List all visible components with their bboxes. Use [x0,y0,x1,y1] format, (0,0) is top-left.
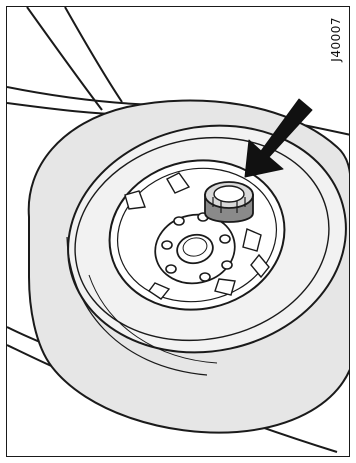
image-code-label: J40007 [329,17,343,62]
spare-wheel-illustration [7,7,350,457]
locking-cap [205,182,253,222]
illustration-frame: J40007 [6,6,350,457]
